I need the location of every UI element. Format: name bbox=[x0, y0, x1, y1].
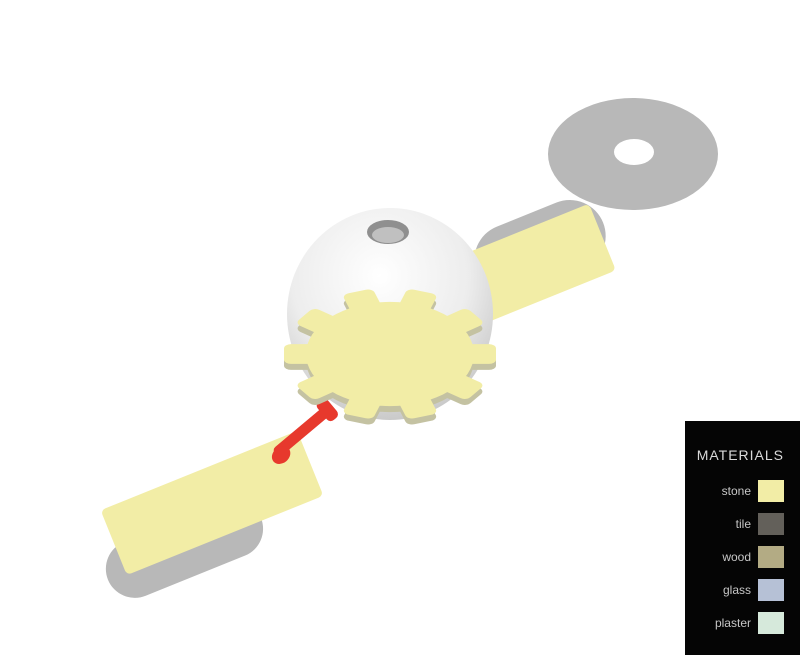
legend-swatch-tile bbox=[758, 513, 784, 535]
legend-swatch-plaster bbox=[758, 612, 784, 634]
materials-legend: MATERIALS stone tile wood glass plaster bbox=[685, 421, 800, 655]
legend-label-glass: glass bbox=[722, 583, 751, 597]
legend-title: MATERIALS bbox=[696, 447, 784, 463]
legend-label-stone: stone bbox=[721, 484, 751, 498]
legend-swatch-wood bbox=[758, 546, 784, 568]
dome-oculus-inner bbox=[372, 227, 404, 243]
legend-item-tile: tile bbox=[693, 513, 784, 535]
lower-slice-stone-slab bbox=[102, 432, 322, 574]
legend-label-tile: tile bbox=[735, 517, 751, 531]
legend-label-plaster: plaster bbox=[714, 616, 751, 630]
roof-disc-hole bbox=[614, 139, 654, 165]
legend-item-wood: wood bbox=[693, 546, 784, 568]
red-scale-figure bbox=[271, 398, 338, 464]
legend-item-glass: glass bbox=[693, 579, 784, 601]
legend-swatch-glass bbox=[758, 579, 784, 601]
legend-swatch-stone bbox=[758, 480, 784, 502]
legend-label-wood: wood bbox=[722, 550, 751, 564]
lower-left-wall-slice bbox=[102, 432, 322, 598]
legend-item-plaster: plaster bbox=[693, 612, 784, 634]
roof-disc bbox=[548, 98, 718, 210]
legend-item-stone: stone bbox=[693, 480, 784, 502]
